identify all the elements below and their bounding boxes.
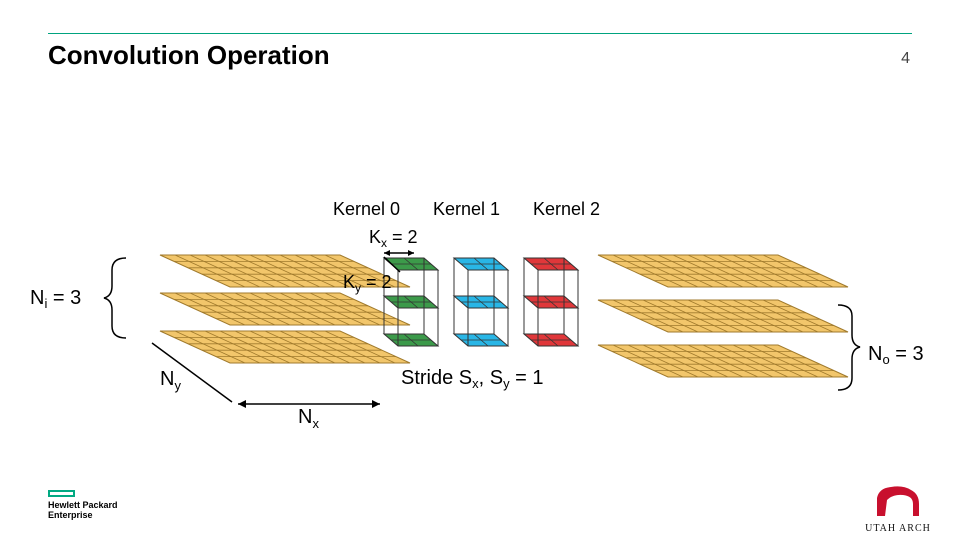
input-map-1: [160, 293, 410, 325]
utah-arch-text: UTAH ARCH: [858, 523, 938, 534]
kernel-0-layer-2: [384, 334, 438, 346]
kx-arrowhead-left: [384, 250, 390, 256]
kernel-2-layer-0: [524, 258, 578, 270]
ni-brace: [104, 258, 126, 338]
output-map-1: [598, 300, 848, 332]
kx-arrowhead-right: [408, 250, 414, 256]
hpe-logo-line1: Hewlett Packard: [48, 500, 128, 510]
kernel-2-layer-2: [524, 334, 578, 346]
hpe-logo-bar-icon: [48, 490, 75, 497]
ky-label: Ky = 2: [343, 272, 392, 295]
kernel-0-label: Kernel 0: [333, 199, 400, 219]
output-map-2: [598, 345, 848, 377]
hpe-logo: Hewlett Packard Enterprise: [48, 490, 128, 520]
nx-label: Nx: [298, 406, 319, 431]
kernel-1-layer-1: [454, 296, 508, 308]
kernel-0: [384, 258, 438, 346]
kernel-1-layer-0: [454, 258, 508, 270]
utah-arch-logo: UTAH ARCH: [858, 484, 938, 534]
kernel-0-layer-1: [384, 296, 438, 308]
stride-label: Stride Sx, Sy = 1: [401, 367, 544, 391]
kernel-2-label: Kernel 2: [533, 199, 600, 219]
input-map-2: [160, 331, 410, 363]
output-map-0: [598, 255, 848, 287]
kernel-1-label: Kernel 1: [433, 199, 500, 219]
nx-arrowhead-right: [372, 400, 380, 408]
output-feature-maps: [598, 255, 848, 377]
nx-arrowhead-left: [238, 400, 246, 408]
hpe-logo-line2: Enterprise: [48, 510, 128, 520]
kernel-1-layer-2: [454, 334, 508, 346]
kernels: [384, 258, 578, 346]
kernel-2-layer-1: [524, 296, 578, 308]
ny-label: Ny: [160, 368, 181, 393]
no-label: No = 3: [868, 343, 924, 367]
ni-label: Ni = 3: [30, 287, 81, 311]
kernel-2: [524, 258, 578, 346]
kx-label: Kx = 2: [369, 227, 418, 250]
kernel-1: [454, 258, 508, 346]
arch-icon: [873, 484, 923, 518]
